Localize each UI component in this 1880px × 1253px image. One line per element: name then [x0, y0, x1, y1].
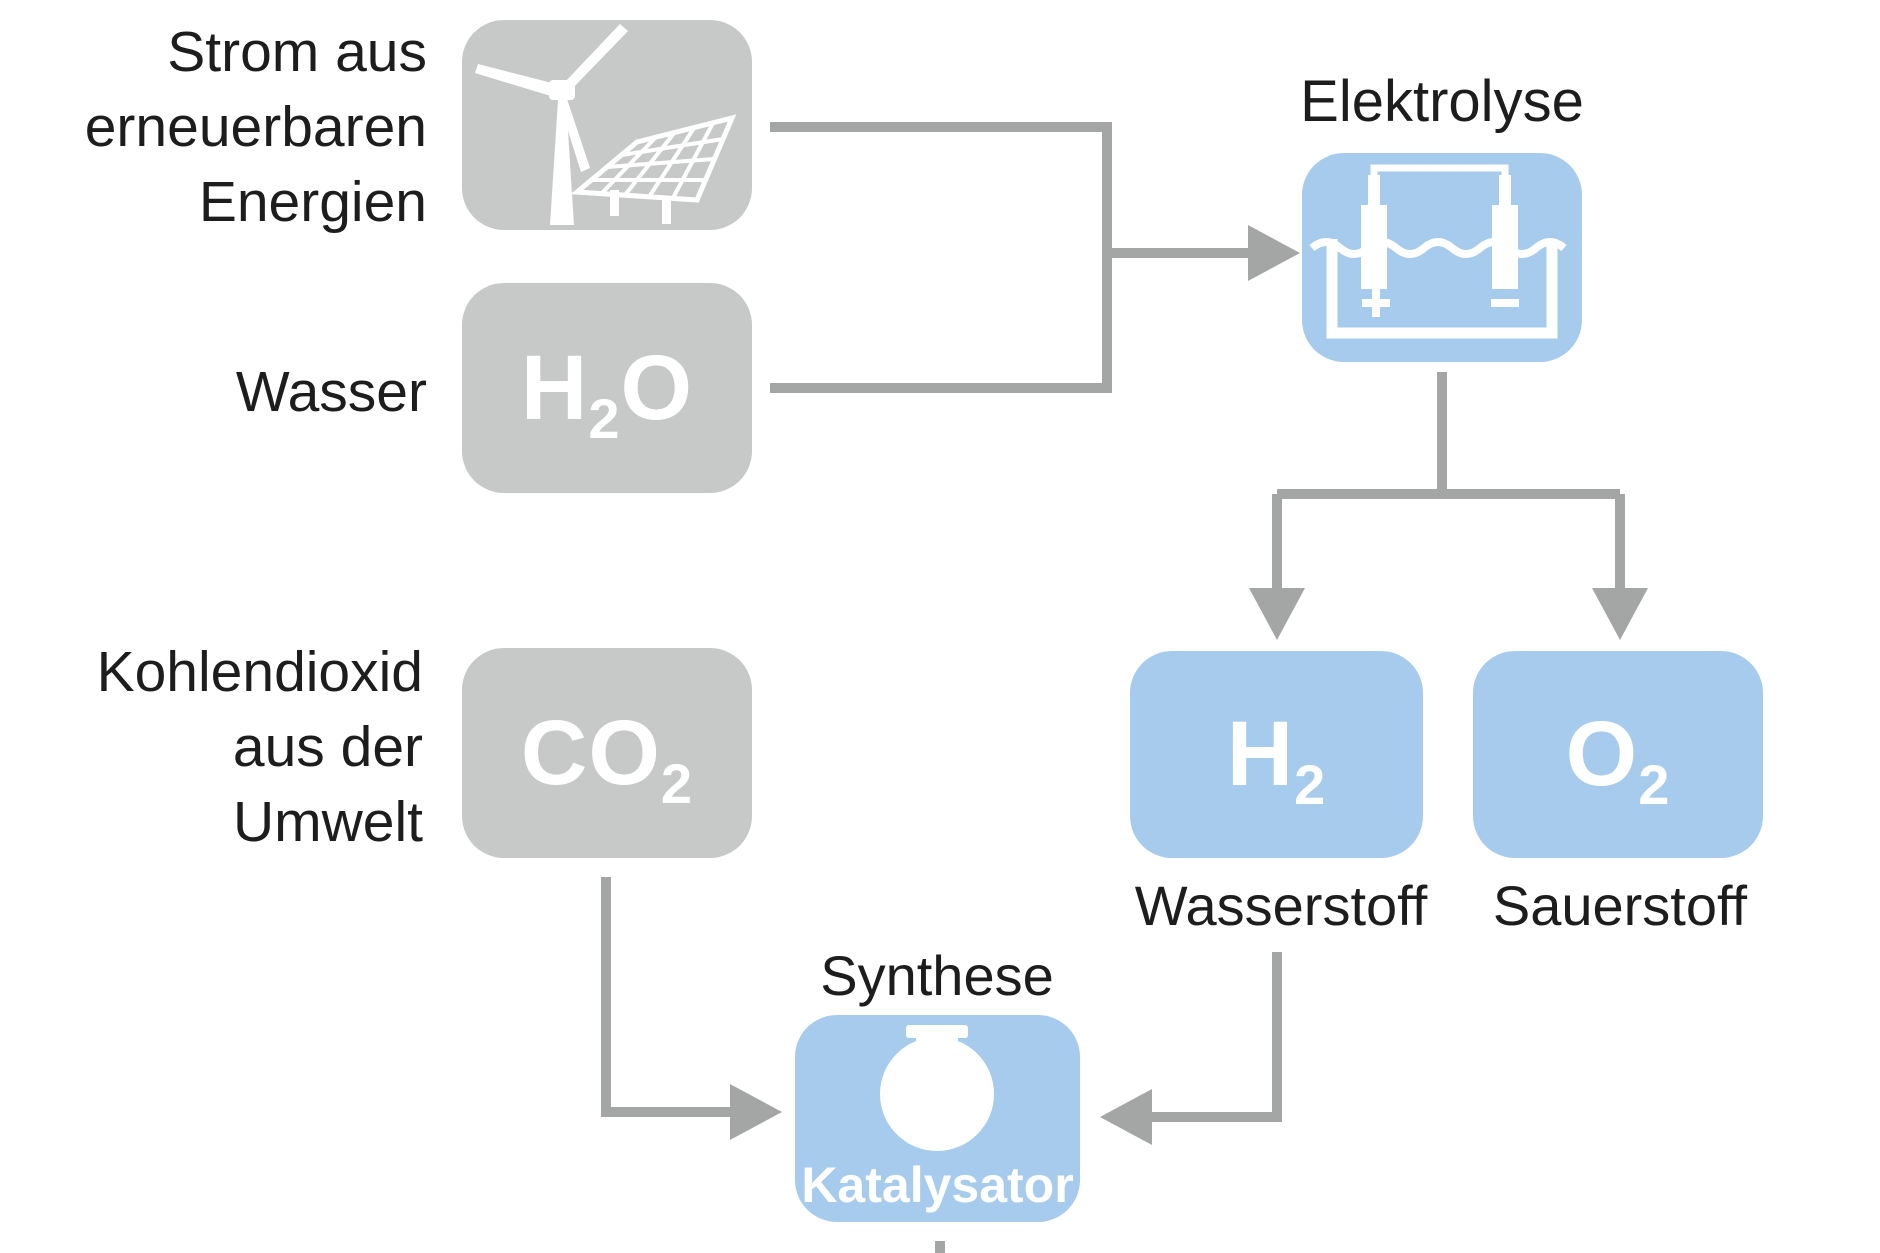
electrolysis-water-line: [1309, 238, 1567, 258]
electrolysis-electrodes: [1361, 175, 1518, 289]
wind-turbine-icon: [475, 24, 628, 225]
arrow-co2-to-synthesis: [601, 877, 730, 1117]
arrowhead-into-oxygen: [1592, 588, 1648, 640]
hydrogen-label: Wasserstoff: [1134, 874, 1428, 937]
plus-symbol: [1362, 289, 1390, 317]
water-formula-subscript: 2: [588, 386, 621, 450]
minus-symbol: [1491, 299, 1519, 307]
electrolysis-cell-icon: [1309, 164, 1567, 339]
hydrogen-formula-base: H: [1226, 703, 1295, 805]
wind-turbine-and-solar-panel-icon: [475, 24, 737, 225]
water-label: Wasser: [235, 360, 427, 424]
water-formula-tail: O: [620, 336, 694, 439]
co2-label-line3: Umwelt: [232, 790, 423, 854]
electricity-label-line3: Energien: [198, 170, 427, 234]
arrow-hydrogen-to-synthesis: [1152, 952, 1282, 1122]
oxygen-formula-base: O: [1565, 703, 1639, 805]
electrolysis-tank: [1326, 239, 1558, 339]
arrowhead-into-electrolysis: [1248, 225, 1300, 281]
co2-label: Kohlendioxid aus der Umwelt: [20, 635, 423, 860]
catalyst-label: Katalysator: [801, 1157, 1074, 1213]
connector-inputs-to-junction: [770, 122, 1112, 393]
arrowhead-into-synthesis-left: [730, 1084, 782, 1140]
electricity-box: [462, 20, 752, 230]
co2-formula-base: CO: [520, 701, 661, 804]
electrolysis-label: Elektrolyse: [1300, 69, 1584, 134]
co2-label-line2: aus der: [232, 715, 423, 779]
electricity-label-line2: erneuerbaren: [84, 95, 427, 159]
arrowhead-into-hydrogen: [1249, 588, 1305, 640]
round-bottom-flask-icon: [880, 1025, 994, 1151]
oxygen-formula-subscript: 2: [1638, 753, 1671, 816]
synthesis-label: Synthese: [820, 944, 1054, 1007]
solar-panel-icon: [570, 114, 737, 224]
co2-formula-subscript: 2: [660, 751, 694, 815]
electrolysis-wire: [1370, 164, 1509, 187]
electrolysis-box: [1302, 153, 1582, 362]
electricity-label-line1: Strom aus: [167, 20, 427, 84]
co2-label-line1: Kohlendioxid: [96, 640, 423, 704]
hydrogen-formula-subscript: 2: [1294, 753, 1327, 816]
oxygen-label: Sauerstoff: [1492, 874, 1748, 937]
water-formula-base: H: [520, 336, 589, 439]
electricity-label: Strom aus erneuerbaren Energien: [20, 15, 427, 240]
connector-electrolysis-split: [1277, 372, 1620, 499]
arrowhead-into-synthesis-right: [1100, 1089, 1152, 1145]
synthesis-box: Katalysator: [795, 1015, 1080, 1222]
